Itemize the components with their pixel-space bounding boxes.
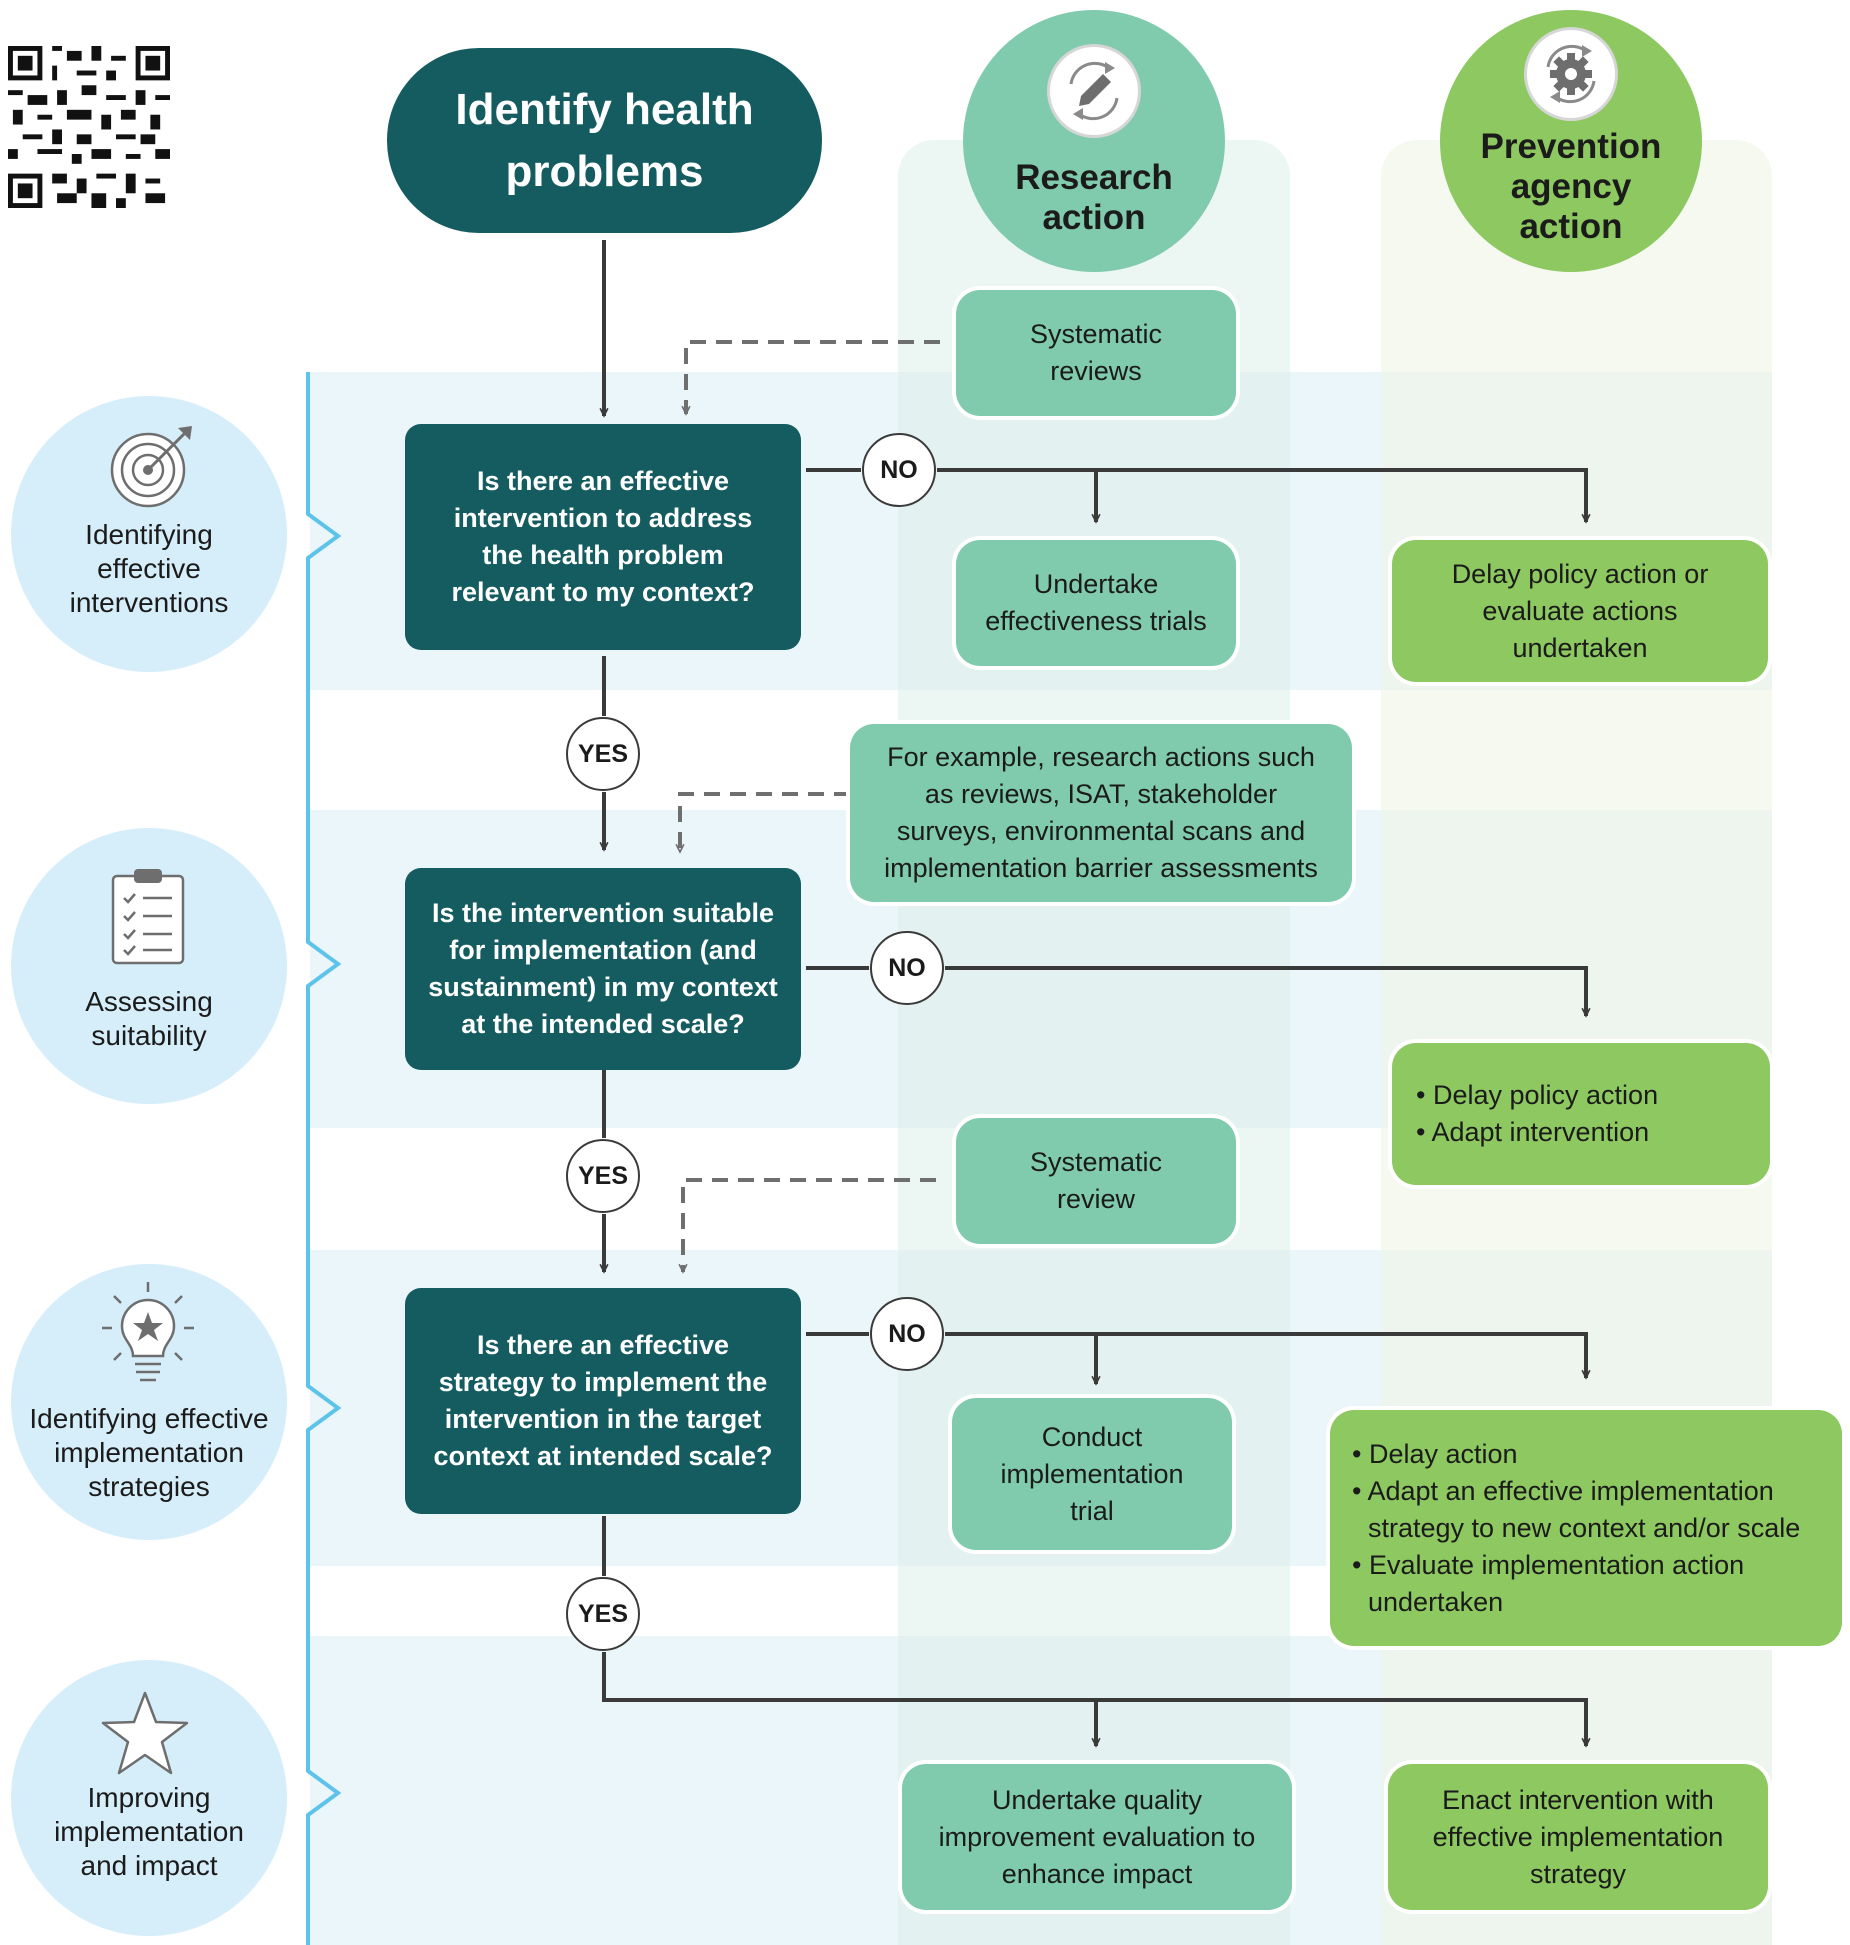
pencil-cycle-icon	[1047, 44, 1141, 138]
list-item: • Delay policy action	[1416, 1080, 1659, 1110]
dashed-arrow-reviews	[686, 340, 940, 414]
box-strategy-actions: • Delay action • Adapt an effective impl…	[1330, 1410, 1842, 1646]
prevention-action-title: Prevention agency action	[1480, 127, 1662, 246]
suitability-actions-list: • Delay policy action • Adapt interventi…	[1392, 1077, 1682, 1151]
list-item: • Adapt intervention	[1416, 1117, 1650, 1147]
stage-label-implementation-strategies: Identifying effective implementation str…	[29, 1403, 269, 1502]
suitability-action-adapt: Adapt intervention	[1431, 1117, 1650, 1147]
question-effective-intervention: Is there an effective intervention to ad…	[405, 424, 801, 650]
strategy-actions-list: • Delay action • Adapt an effective impl…	[1330, 1436, 1842, 1621]
dashed-arrow-review	[683, 1178, 936, 1272]
box-systematic-reviews: Systematic reviews	[956, 290, 1236, 416]
no-badge-2: NO	[870, 931, 944, 1005]
research-column-background	[898, 140, 1290, 1945]
yes-badge-3: YES	[566, 1577, 640, 1651]
stage-label-identifying-interventions: Identifying effective interventions	[69, 519, 229, 618]
stage-label-improving-impact: Improving implementation and impact	[54, 1782, 244, 1881]
stage-label-assessing-suitability: Assessing suitability	[85, 986, 213, 1051]
no1-branch	[937, 468, 1586, 522]
box-systematic-review: Systematic review	[956, 1118, 1236, 1244]
strategy-action-evaluate: Evaluate implementation action undertake…	[1368, 1549, 1745, 1617]
lightbulb-icon	[102, 1282, 194, 1382]
clipboard-checklist-icon	[111, 869, 185, 965]
box-effectiveness-trials: Undertake effectiveness trials	[956, 540, 1236, 666]
star-icon	[101, 1691, 189, 1775]
yes-badge-1: YES	[566, 717, 640, 791]
suitability-action-delay: Delay policy action	[1432, 1080, 1659, 1110]
box-enact-intervention: Enact intervention with effective implem…	[1388, 1764, 1768, 1910]
no-badge-3: NO	[870, 1297, 944, 1371]
box-delay-or-evaluate: Delay policy action or evaluate actions …	[1392, 540, 1768, 682]
research-action-header: Research action	[963, 10, 1225, 272]
box-quality-improvement: Undertake quality improvement evaluation…	[902, 1764, 1292, 1910]
no3-branch	[945, 1332, 1586, 1378]
list-item: • Adapt an effective implementation stra…	[1352, 1475, 1801, 1543]
no-badge-1: NO	[862, 433, 936, 507]
prevention-agency-action-header: Prevention agency action	[1440, 10, 1702, 272]
gear-cycle-icon	[1524, 27, 1618, 121]
target-icon	[110, 426, 192, 508]
list-item: • Delay action	[1352, 1438, 1518, 1469]
strategy-action-delay: Delay action	[1368, 1438, 1518, 1469]
yes-badge-2: YES	[566, 1139, 640, 1213]
box-research-examples: For example, research actions such as re…	[850, 724, 1352, 902]
stage-bracket	[306, 372, 342, 1945]
qr-code	[8, 46, 170, 208]
research-action-title: Research action	[1015, 158, 1173, 237]
start-identify-health-problems: Identify health problems	[387, 48, 822, 233]
box-implementation-trial: Conduct implementation trial	[952, 1398, 1232, 1550]
list-item: • Evaluate implementation action underta…	[1352, 1549, 1745, 1617]
dashed-arrow-research-examples	[680, 792, 850, 852]
strategy-action-adapt: Adapt an effective implementation strate…	[1367, 1475, 1801, 1543]
box-suitability-actions: • Delay policy action • Adapt interventi…	[1392, 1043, 1770, 1185]
no2-branch	[945, 966, 1586, 1016]
question-implementation-strategy: Is there an effective strategy to implem…	[405, 1288, 801, 1514]
question-suitability: Is the intervention suitable for impleme…	[405, 868, 801, 1070]
